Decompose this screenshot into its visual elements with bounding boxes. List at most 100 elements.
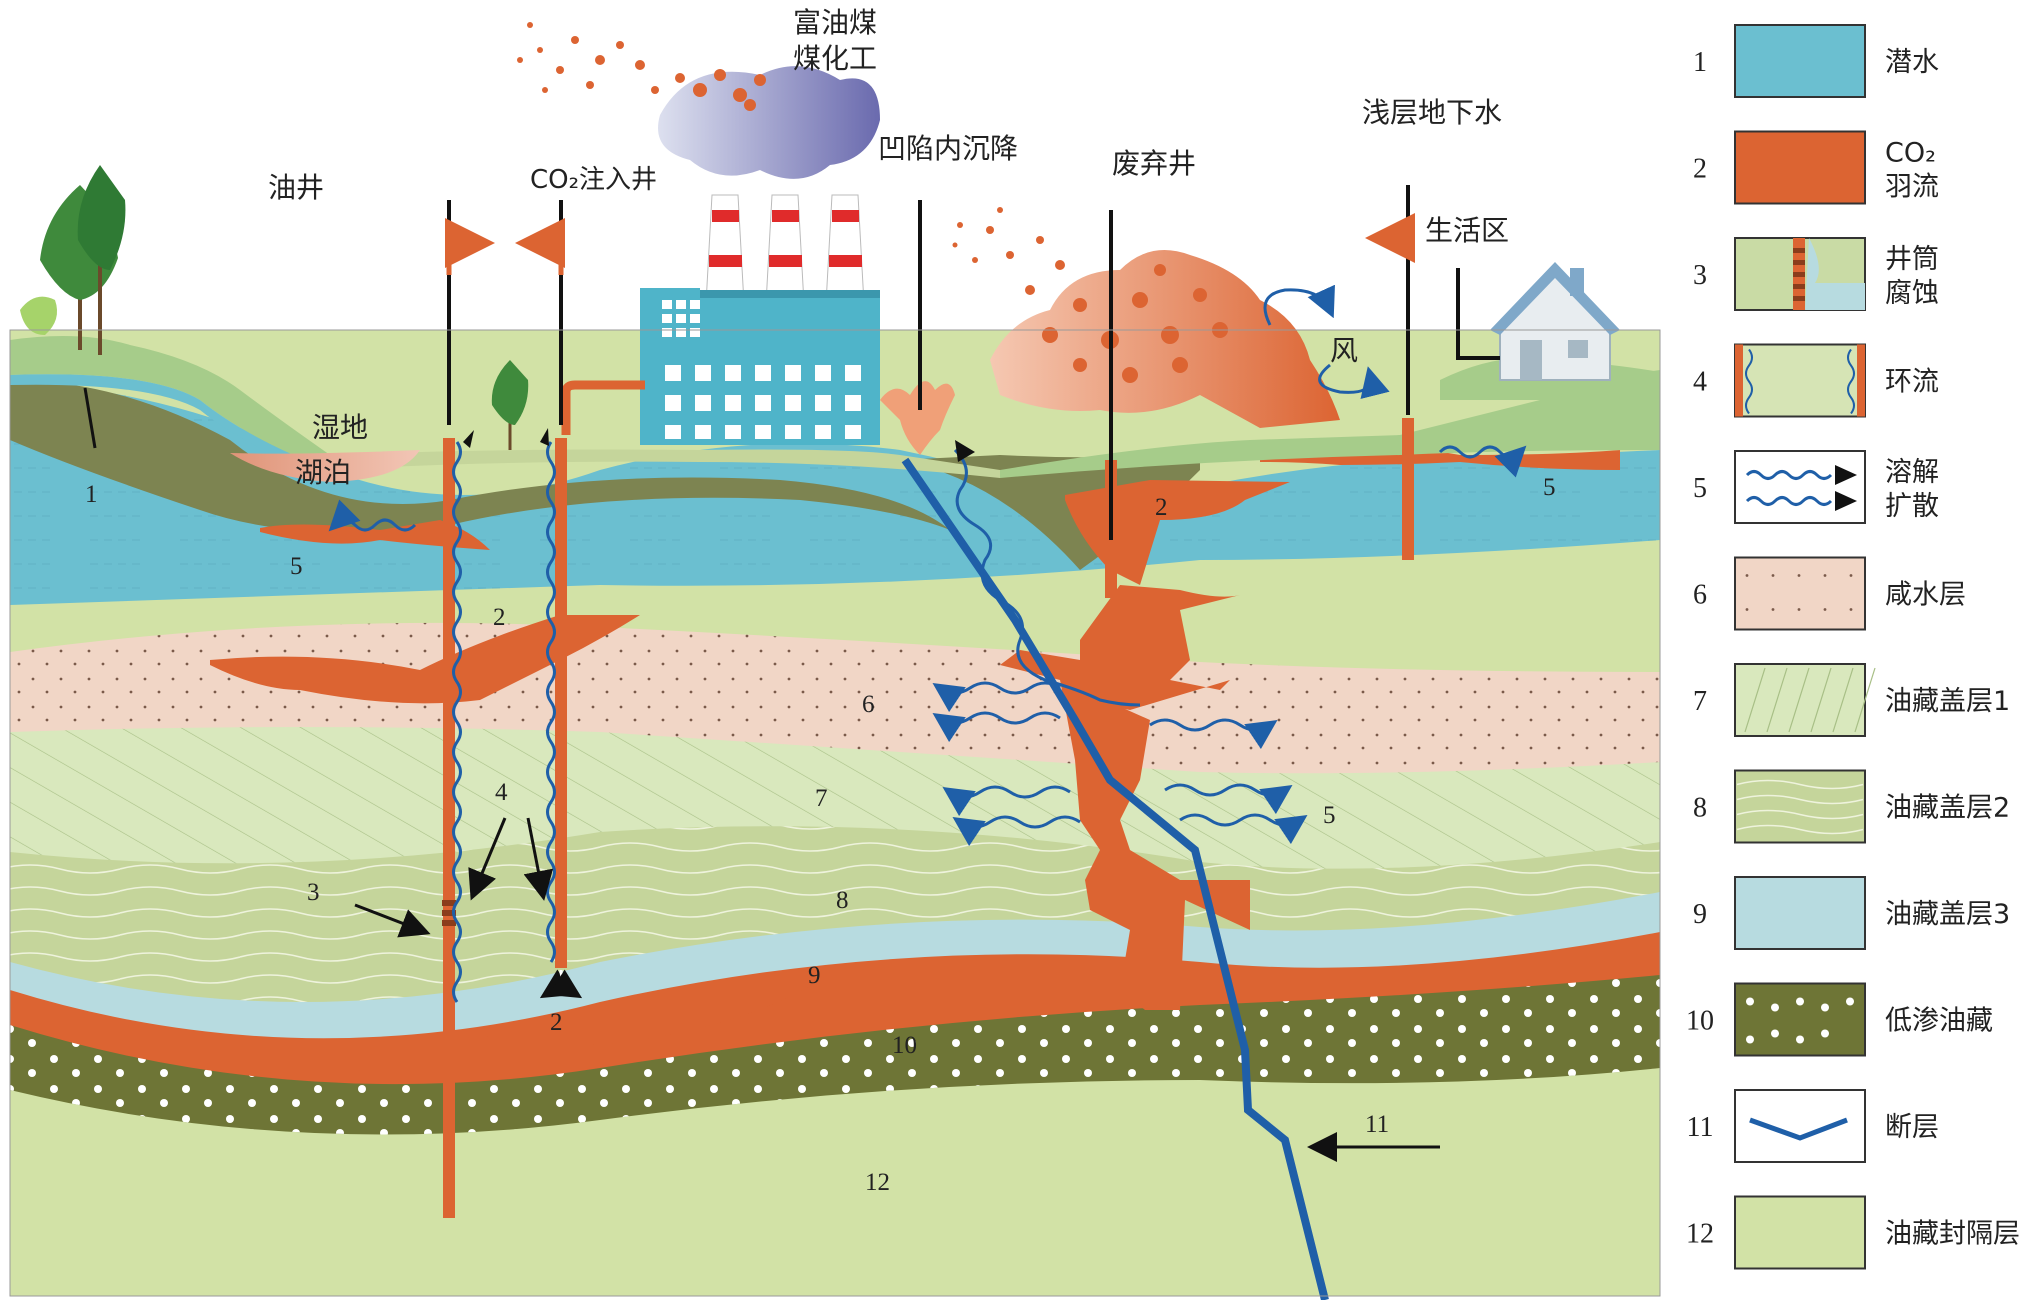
house-icon (1440, 262, 1660, 400)
shallow-groundwater-well (1402, 418, 1414, 560)
legend-label: 低渗油藏 (1885, 1006, 1993, 1037)
marker-3: 3 (307, 879, 320, 906)
circulation-pointer-1 (468, 817, 507, 901)
label-shallow-groundwater: 浅层地下水 (1362, 96, 1502, 129)
wind-arrow-2 (1318, 363, 1390, 400)
legend-label-line2: 扩散 (1885, 491, 1939, 522)
legend-number: 4 (1693, 367, 1707, 398)
label-abandoned-well: 废弃井 (1112, 147, 1196, 180)
phreatic-pointer (83, 387, 97, 449)
legend-swatch (1734, 982, 1866, 1057)
legend-label: 油藏封隔层 (1885, 1219, 2020, 1250)
marker-6: 6 (862, 691, 875, 718)
co2-injection-well (555, 438, 567, 968)
marker-9: 9 (808, 962, 821, 989)
marker-11: 11 (1365, 1111, 1389, 1138)
legend-label: 断层 (1885, 1112, 1939, 1143)
fault-line (901, 457, 1329, 1300)
label-coal-2: 煤化工 (793, 42, 877, 75)
legend-item-1: 1 潜水 (1693, 24, 1939, 98)
marker-5b: 5 (1543, 474, 1556, 501)
legend-label: 溶解 (1885, 457, 1939, 488)
oil-well (443, 438, 455, 1218)
legend-swatch (1734, 24, 1866, 98)
legend-number: 6 (1693, 580, 1707, 611)
smoke-cloud (517, 22, 880, 179)
legend-number: 9 (1693, 899, 1707, 930)
legend-item-11: 11 断层 (1687, 1089, 1939, 1163)
legend-swatch (1734, 769, 1866, 844)
abandoned-well-plume (1065, 480, 1290, 585)
marker-8: 8 (836, 887, 849, 914)
subsidence-splash (880, 381, 955, 455)
legend-number: 3 (1693, 260, 1707, 291)
wind-arrow-1 (1263, 284, 1335, 326)
marker-1: 1 (85, 481, 98, 508)
legend-swatch (1734, 130, 1866, 205)
legend-item-9: 9 油藏盖层3 (1693, 876, 2010, 950)
dissolution-arrows (328, 445, 1527, 847)
legend-label-line2: 腐蚀 (1885, 278, 1939, 309)
legend-swatch (1734, 1089, 1866, 1163)
marker-7: 7 (815, 785, 828, 812)
injection-well-wavy (546, 441, 556, 963)
legend-number: 2 (1693, 154, 1707, 185)
legend-swatch (1734, 876, 1866, 950)
legend-swatch (1734, 450, 1866, 524)
living-area-pointer (1456, 268, 1500, 360)
subsidence-marker-line (918, 200, 922, 410)
corrosion-pointer (354, 903, 431, 938)
leakage-cloud (952, 207, 1340, 428)
legend-label: CO₂ (1885, 138, 1936, 169)
legend-number: 1 (1693, 47, 1707, 78)
wetland-lake (230, 450, 420, 482)
reservoir-co2-plume (10, 930, 1660, 1085)
legend-label: 油藏盖层2 (1885, 793, 2010, 824)
legend-swatch (1734, 556, 1866, 631)
marker-5c: 5 (1323, 802, 1336, 829)
factory-icon (561, 194, 880, 445)
tree-icon (20, 165, 126, 355)
topsoil-wedge (10, 380, 950, 533)
label-subsidence: 凹陷内沉降 (878, 132, 1018, 165)
legend-label: 油藏盖层1 (1885, 686, 2010, 717)
marker-5a: 5 (290, 553, 303, 580)
label-co2-injection-well: CO₂注入井 (530, 165, 657, 195)
legend-label: 油藏盖层3 (1885, 899, 2010, 930)
label-wetland: 湿地 (312, 411, 368, 444)
legend-label: 环流 (1885, 367, 1939, 398)
legend-label: 井筒 (1885, 244, 1939, 275)
legend-item-10: 10 低渗油藏 (1686, 982, 1993, 1057)
marker-2b: 2 (1155, 494, 1168, 521)
legend-number: 7 (1693, 686, 1707, 717)
marker-4: 4 (495, 779, 508, 806)
marker-2a: 2 (493, 604, 506, 631)
shallow-co2-plume (260, 520, 490, 550)
label-wind: 风 (1330, 334, 1358, 367)
marker-2c: 2 (550, 1009, 563, 1036)
legend-item-8: 8 油藏盖层2 (1693, 769, 2010, 844)
legend-number: 8 (1693, 793, 1707, 824)
legend-label: 潜水 (1885, 47, 1939, 78)
legend-number: 10 (1686, 1006, 1714, 1037)
legend-swatch (1734, 1195, 1866, 1270)
marker-10: 10 (892, 1032, 917, 1059)
label-oil-well: 油井 (268, 171, 324, 204)
label-coal-1: 富油煤 (793, 6, 877, 39)
legend-item-7: 7 油藏盖层1 (1693, 663, 2010, 737)
small-tree-icon (491, 360, 529, 450)
layer-9-cap3 (10, 890, 1660, 1039)
legend-label-line2: 羽流 (1885, 172, 1939, 203)
legend-item-4: 4 环流 (1693, 343, 1939, 418)
legend-number: 11 (1687, 1112, 1714, 1143)
label-lake: 湖泊 (295, 456, 351, 489)
left-hill (10, 336, 330, 470)
circulation-pointer-2 (523, 817, 554, 901)
